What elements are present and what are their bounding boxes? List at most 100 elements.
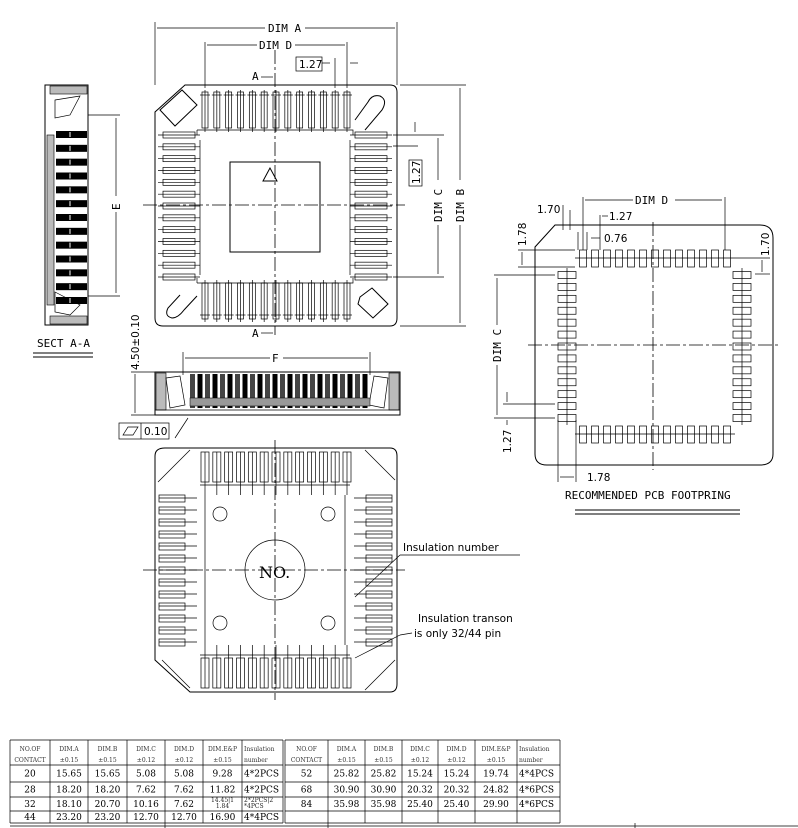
contact-pin [211, 280, 222, 322]
table-header-cell: DIM.E&P [482, 746, 511, 753]
table-cell: 84 [301, 800, 313, 810]
table-cell: 35.98 [334, 800, 360, 810]
contact-pin [330, 645, 340, 689]
table-cell: 12.70 [133, 813, 159, 823]
contact-pin [354, 590, 393, 599]
bottom-hole [320, 506, 336, 522]
contact-pin [350, 202, 392, 210]
contact-pin [354, 530, 393, 539]
table-header-cell: ±0.12 [175, 757, 194, 764]
pcb-pad [579, 425, 587, 444]
table-cell: 7.62 [136, 786, 156, 796]
contact-pin [295, 451, 305, 495]
table-cell: 20 [24, 770, 36, 780]
pitch-box-v [408, 159, 423, 187]
fp-127-top: 1.27 [609, 211, 632, 223]
pcb-pad [651, 249, 659, 268]
contact-pin [318, 90, 329, 132]
pcb-pads [557, 249, 752, 444]
top-corner-key-br [357, 287, 389, 319]
contact-pin [158, 590, 197, 599]
pcb-pad [663, 425, 671, 444]
pcb-pad [603, 249, 611, 268]
pcb-pad [615, 425, 623, 444]
table-cell: 30.90 [371, 786, 397, 796]
table-header-cell: ±0.15 [60, 757, 79, 764]
side-contact [235, 374, 240, 408]
table-header-cell: DIM.C [410, 746, 430, 753]
side-contact [242, 374, 248, 408]
contact-pin [283, 451, 293, 495]
table-cell: 11.82 [210, 786, 236, 796]
section-contact [56, 172, 87, 180]
contact-pin [342, 280, 352, 322]
flatness-box [118, 422, 170, 440]
contact-pin [318, 645, 328, 689]
pcb-pad [687, 425, 695, 444]
side-contacts [189, 374, 371, 408]
callout-transon-1: Insulation transon [418, 613, 513, 625]
table-header-cell: CONTACT [14, 757, 45, 764]
pcb-pad [603, 425, 611, 444]
pcb-footprint: DIM D 1.70 1.27 0.76 1.78 1.70 DIM C 1.2… [491, 194, 780, 515]
contact-pin [247, 451, 257, 495]
fp-dim-c-label: DIM C [491, 329, 504, 362]
table-cell: 15.65 [56, 770, 82, 780]
section-contact [56, 297, 87, 304]
table-cell: 18.20 [95, 786, 121, 796]
contact-pin [350, 131, 392, 139]
height-label: 4.50±0.10 [130, 314, 142, 370]
table-header-cell: NO.OF [296, 746, 317, 753]
contact-pin [350, 238, 392, 245]
side-contact [250, 374, 255, 408]
side-contact [220, 374, 225, 408]
bottom-hole [320, 615, 336, 631]
side-contact [190, 374, 195, 408]
contact-pin [350, 214, 392, 222]
contact-pin [318, 451, 328, 495]
dim-f-label: F [272, 352, 279, 365]
side-contact [362, 374, 368, 408]
contact-pin [354, 518, 393, 527]
fp-178-bottom: 1.78 [587, 472, 610, 484]
contact-pin [224, 451, 234, 495]
table-header-cell: ±0.15 [337, 757, 356, 764]
contact-pin [294, 280, 305, 322]
table-header-cell: DIM.B [374, 746, 394, 753]
contact-pin [306, 280, 317, 322]
section-contact [56, 144, 87, 152]
table-cell: 4*2PCS [244, 786, 279, 796]
table-cell: 23.20 [56, 813, 82, 823]
contact-pin [212, 451, 222, 495]
pcb-pad [627, 249, 635, 268]
contact-pin [236, 645, 245, 689]
contact-pin [158, 638, 197, 647]
section-contact [56, 269, 87, 277]
contact-pin [158, 273, 200, 281]
contact-pin [158, 554, 197, 563]
contact-pin [307, 451, 316, 495]
table-cell: 10.16 [133, 800, 159, 810]
section-mark-bottom: A [252, 327, 259, 340]
contact-pin [330, 90, 341, 132]
pcb-pad [639, 425, 647, 444]
contact-pin [342, 451, 352, 495]
section-contact [56, 214, 87, 221]
side-contact [310, 374, 315, 408]
pcb-pad [723, 249, 731, 268]
contact-pin [200, 451, 210, 495]
pcb-pad [699, 425, 707, 444]
contact-pin [350, 155, 392, 163]
table-cell: 9.28 [212, 770, 232, 780]
section-contact [56, 255, 87, 263]
table-cell: 5.08 [174, 770, 194, 780]
fp-dim-d-label: DIM D [635, 194, 668, 207]
contact-pin [350, 178, 392, 186]
contact-pin [158, 614, 197, 623]
dimension-table: NO.OFCONTACTDIM.A±0.15DIM.B±0.15DIM.C±0.… [9, 739, 284, 824]
flatness-value: 0.10 [144, 426, 167, 438]
contact-pin [271, 280, 281, 322]
side-contact [287, 374, 293, 408]
pitch-box [295, 56, 323, 72]
contact-pin [235, 90, 246, 132]
